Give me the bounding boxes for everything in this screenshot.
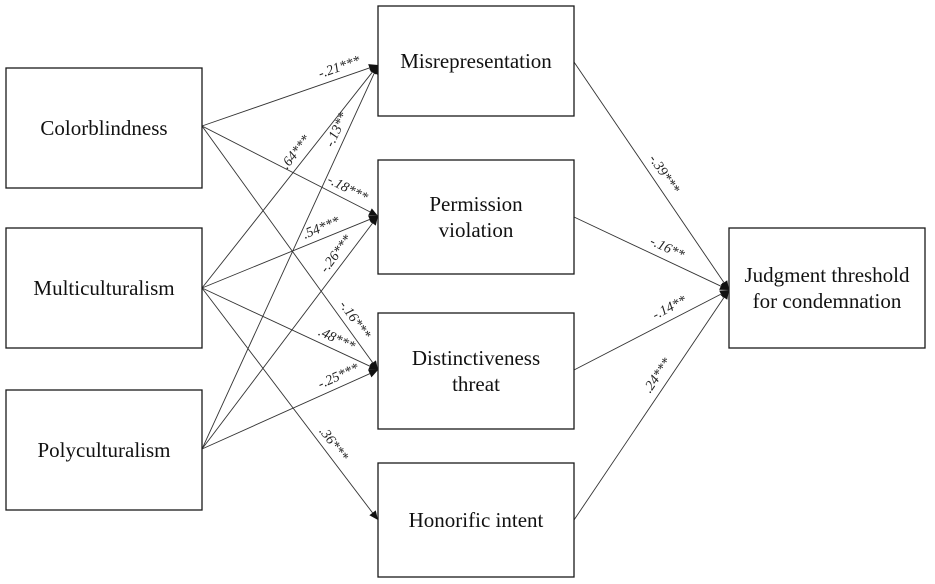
node-box	[377, 462, 575, 578]
edge-distinctiveness-threat-to-judgment-threshold	[573, 292, 724, 371]
node-label: threat	[452, 372, 500, 396]
node-label: Polyculturalism	[38, 438, 171, 462]
node-label: Colorblindness	[40, 116, 167, 140]
arrow-head	[719, 282, 729, 290]
edge-label-multiculturalism-to-distinctiveness-threat: .48***	[316, 325, 357, 355]
node-label: Judgment threshold	[744, 263, 910, 287]
arrow-head	[368, 362, 378, 370]
node-box	[5, 389, 203, 511]
edge-misrepresentation-to-judgment-threshold	[573, 61, 726, 286]
node-honorific-intent: Honorific intent	[377, 462, 575, 578]
edge-label-multiculturalism-to-permission-violation: .54***	[301, 214, 342, 242]
node-polyculturalism: Polyculturalism	[5, 389, 203, 511]
node-label: Multiculturalism	[33, 276, 174, 300]
edge-label-colorblindness-to-misrepresentation: -.21***	[317, 54, 363, 82]
edge-label-distinctiveness-threat-to-judgment-threshold: -.14**	[650, 293, 689, 323]
edge-polyculturalism-to-misrepresentation	[201, 70, 376, 450]
node-box	[377, 159, 575, 275]
edge-colorblindness-to-permission-violation	[201, 125, 373, 214]
arrow-head	[370, 65, 378, 75]
edge-polyculturalism-to-permission-violation	[201, 220, 375, 450]
edge-multiculturalism-to-honorific-intent	[201, 287, 375, 516]
node-label: for condemnation	[753, 289, 902, 313]
arrow-head	[369, 510, 378, 520]
node-box	[728, 227, 926, 349]
edge-label-polyculturalism-to-permission-violation: -.26***	[318, 232, 356, 275]
edge-label-honorific-intent-to-judgment-threshold: .24***	[641, 356, 675, 396]
node-box	[377, 5, 575, 117]
node-misrepresentation: Misrepresentation	[377, 5, 575, 117]
arrow-head	[368, 370, 378, 378]
node-box	[377, 312, 575, 430]
node-box	[5, 227, 203, 349]
arrow-head	[369, 216, 378, 226]
edge-multiculturalism-to-misrepresentation	[201, 69, 375, 289]
edge-colorblindness-to-misrepresentation	[201, 66, 373, 127]
edge-colorblindness-to-distinctiveness-threat	[201, 125, 375, 366]
node-label: Distinctiveness	[412, 346, 540, 370]
node-box	[5, 67, 203, 189]
edge-polyculturalism-to-distinctiveness-threat	[201, 372, 373, 450]
arrow-head	[720, 280, 729, 290]
nodes-layer: ColorblindnessMulticulturalismPolycultur…	[5, 5, 926, 578]
edge-label-permission-violation-to-judgment-threshold: -.16**	[647, 234, 686, 263]
edges-layer	[201, 61, 729, 521]
node-label: Honorific intent	[409, 508, 544, 532]
edge-permission-violation-to-judgment-threshold	[573, 216, 724, 288]
node-multiculturalism: Multiculturalism	[5, 227, 203, 349]
edge-multiculturalism-to-permission-violation	[201, 217, 373, 289]
node-label: Permission	[429, 192, 523, 216]
node-label: violation	[439, 218, 514, 242]
node-colorblindness: Colorblindness	[5, 67, 203, 189]
arrow-head	[720, 290, 729, 300]
edge-multiculturalism-to-distinctiveness-threat	[201, 287, 373, 368]
arrow-head	[368, 208, 378, 216]
edge-honorific-intent-to-judgment-threshold	[573, 294, 727, 521]
node-label: Misrepresentation	[400, 49, 552, 73]
